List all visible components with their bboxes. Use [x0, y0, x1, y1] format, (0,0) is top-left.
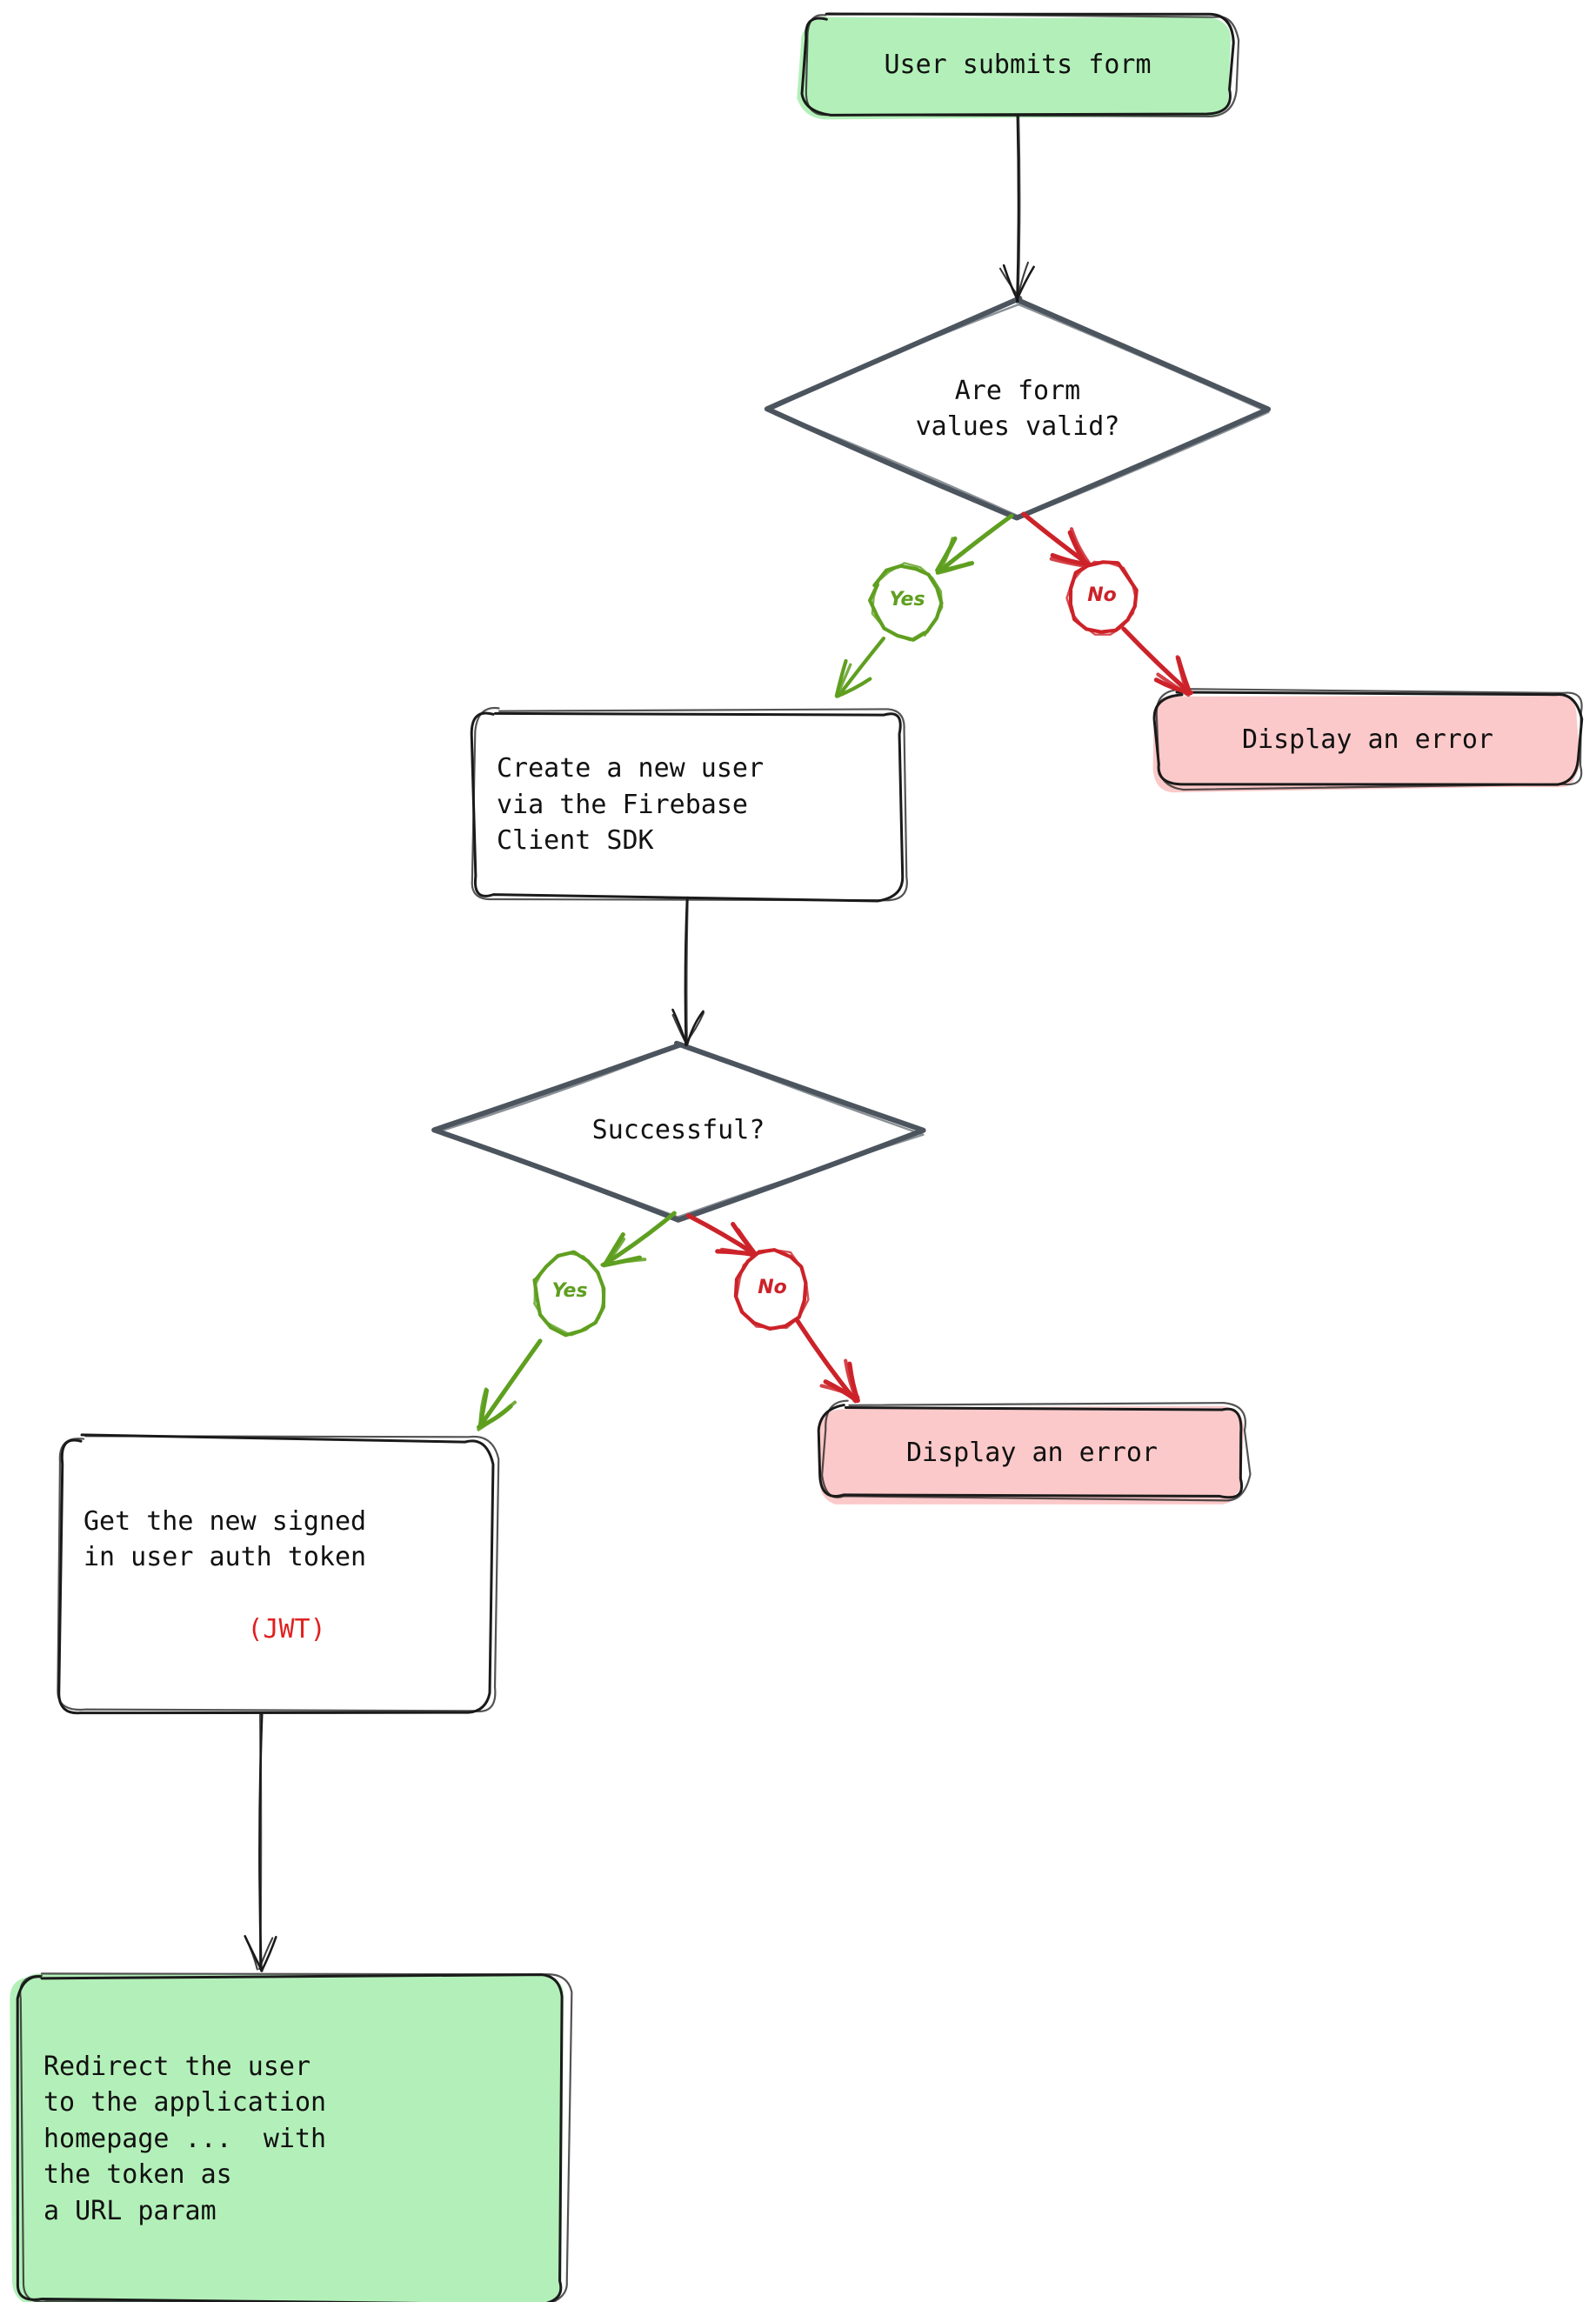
node-fill-main	[1156, 694, 1580, 788]
node-outline	[1155, 688, 1583, 791]
arrow-start-to-valid	[998, 115, 1035, 304]
arrow-jwt-to-redirect	[244, 1711, 277, 1972]
arrow-head	[1049, 557, 1088, 569]
arrow-head	[1175, 655, 1189, 696]
arrow-head	[260, 1936, 277, 1972]
edge-label-circle-edge-label-no-2	[733, 1248, 810, 1331]
node-display-an-error-1[interactable]	[1152, 688, 1584, 793]
arrow-head	[600, 1258, 647, 1267]
arrow-head	[844, 1358, 859, 1404]
arrow-head	[1016, 261, 1030, 304]
arrow-shaft	[935, 513, 1014, 575]
label-circle-outline	[532, 1251, 604, 1337]
arrow-shaft	[1121, 626, 1192, 695]
node-get-signed-in-user-auth-token[interactable]	[57, 1433, 500, 1715]
node-fill	[767, 300, 1272, 516]
arrow-shaft	[837, 636, 886, 697]
arrow-head	[938, 537, 955, 573]
node-outline	[438, 1043, 925, 1218]
arrow-success-to-yes-label	[600, 1211, 677, 1268]
arrow-head	[1002, 264, 1019, 303]
arrow-shaft	[685, 1213, 757, 1257]
node-fill	[436, 1043, 925, 1219]
arrow-head	[478, 1387, 488, 1425]
node-outline	[19, 1972, 573, 2302]
edge-label-circle-edge-label-yes-2	[532, 1250, 606, 1338]
node-outline	[768, 302, 1270, 519]
edge-label-circle-edge-label-yes-1	[868, 562, 944, 642]
arrow-head	[935, 561, 972, 575]
node-redirect-user-to-homepage[interactable]	[10, 1972, 573, 2302]
arrow-head	[477, 1400, 517, 1431]
label-circle-outline	[871, 562, 944, 642]
arrow-success-to-no-label	[685, 1213, 760, 1258]
arrow-no-to-error1	[1121, 626, 1193, 697]
arrow-valid-to-no-label	[1021, 511, 1092, 569]
node-outline	[57, 1433, 495, 1715]
node-fill-main	[821, 1405, 1244, 1498]
arrow-valid-to-yes-label	[935, 513, 1014, 575]
arrow-head	[1067, 530, 1089, 567]
node-fill-main	[60, 1438, 489, 1714]
arrow-head	[834, 680, 867, 698]
arrow-no-to-error2	[795, 1318, 860, 1404]
node-are-form-values-valid[interactable]	[764, 296, 1272, 521]
node-outline	[805, 12, 1240, 117]
node-outline	[431, 1040, 926, 1223]
arrow-head	[258, 1937, 274, 1971]
arrow-head	[998, 267, 1020, 298]
arrow-head	[719, 1247, 756, 1258]
arrow-shaft	[258, 1711, 263, 1970]
arrow-head	[671, 1013, 687, 1044]
node-successful-decision[interactable]	[431, 1040, 926, 1223]
node-create-new-user-firebase-sdk[interactable]	[470, 706, 908, 903]
arrow-head	[684, 1011, 705, 1045]
arrow-head	[1069, 527, 1092, 566]
arrow-shaft	[478, 1338, 543, 1427]
node-fill-main	[803, 17, 1232, 116]
label-circle-outline	[735, 1248, 810, 1329]
node-outline	[57, 1435, 500, 1713]
node-user-submits-form[interactable]	[797, 12, 1240, 120]
node-outline	[817, 1404, 1243, 1499]
arrow-shaft	[684, 896, 689, 1046]
arrow-yes-to-jwt	[477, 1338, 543, 1431]
node-fill-main	[471, 711, 905, 900]
arrow-shaft	[1016, 115, 1021, 303]
arrow-head	[244, 1937, 258, 1971]
node-display-an-error-2[interactable]	[817, 1399, 1252, 1505]
arrow-yes-to-create	[834, 636, 886, 698]
label-circle-outline	[1065, 560, 1137, 636]
node-fill-main	[17, 1973, 564, 2302]
node-outline	[821, 1399, 1252, 1502]
arrow-create-to-success	[671, 896, 705, 1047]
arrow-head	[604, 1237, 626, 1265]
node-outline	[800, 12, 1235, 117]
node-outline	[471, 706, 908, 902]
edge-label-circle-edge-label-no-1	[1065, 560, 1139, 636]
